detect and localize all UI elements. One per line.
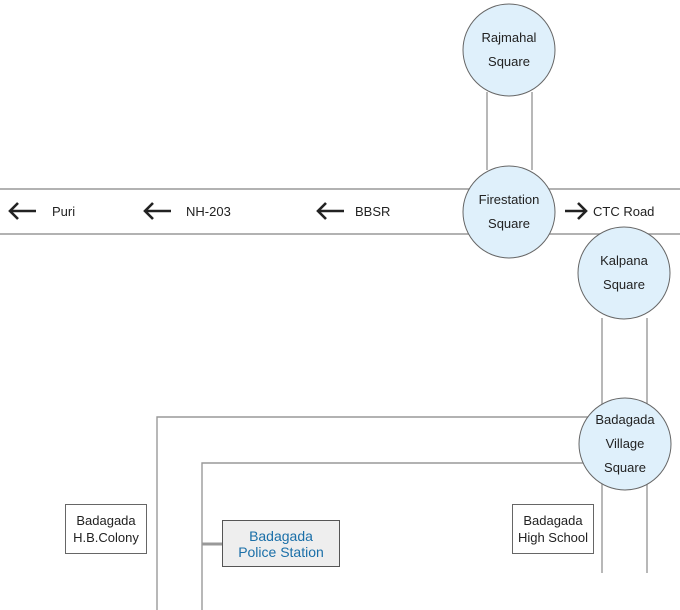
police-station-line2: Police Station <box>238 543 324 560</box>
high-school-line2: High School <box>517 530 589 545</box>
direction-bbsr-label: BBSR <box>355 204 391 219</box>
firestation-square-circle[interactable] <box>462 165 556 259</box>
kalpana-square-label: Kalpana Square <box>578 227 670 319</box>
badagada-village-square-circle[interactable] <box>578 397 672 491</box>
rajmahal-square-label-line1: Rajmahal <box>481 30 537 45</box>
rajmahal-square-label-line2: Square <box>488 54 530 69</box>
left-arrow-icon <box>8 202 36 220</box>
hb-colony-box[interactable]: Badagada H.B.Colony <box>65 504 147 554</box>
badagada-village-square-label: Badagada Village Square <box>579 398 671 490</box>
direction-ctc-road-label: CTC Road <box>593 204 655 219</box>
hb-colony-line1: Badagada <box>76 513 136 528</box>
high-school-line1: Badagada <box>523 513 583 528</box>
badagada-village-square-label-line1: Badagada <box>595 412 655 427</box>
kalpana-square-circle[interactable] <box>577 226 671 320</box>
badagada-village-square-label-line2: Village <box>605 436 645 451</box>
branch-road-inner-edge <box>201 462 602 610</box>
rajmahal-square-label: Rajmahal Square <box>463 4 555 96</box>
hb-colony-line2: H.B.Colony <box>73 530 139 545</box>
firestation-square-label: Firestation Square <box>463 166 555 258</box>
right-arrow-icon <box>565 202 588 220</box>
badagada-village-square-label-line3: Square <box>604 460 646 475</box>
left-arrow-icon <box>143 202 171 220</box>
left-arrow-icon <box>316 202 344 220</box>
direction-puri-label: Puri <box>52 204 76 219</box>
branch-road-outer-edge <box>156 416 602 610</box>
firestation-square-label-line2: Square <box>488 216 530 231</box>
rajmahal-square-circle[interactable] <box>462 3 556 97</box>
police-station-box[interactable]: Badagada Police Station <box>222 520 340 567</box>
high-school-box[interactable]: Badagada High School <box>512 504 594 554</box>
kalpana-square-label-line1: Kalpana <box>600 253 648 268</box>
kalpana-square-label-line2: Square <box>603 277 645 292</box>
direction-nh203-label: NH-203 <box>186 204 231 219</box>
police-station-line1: Badagada <box>249 527 313 544</box>
firestation-square-label-line1: Firestation <box>478 192 540 207</box>
